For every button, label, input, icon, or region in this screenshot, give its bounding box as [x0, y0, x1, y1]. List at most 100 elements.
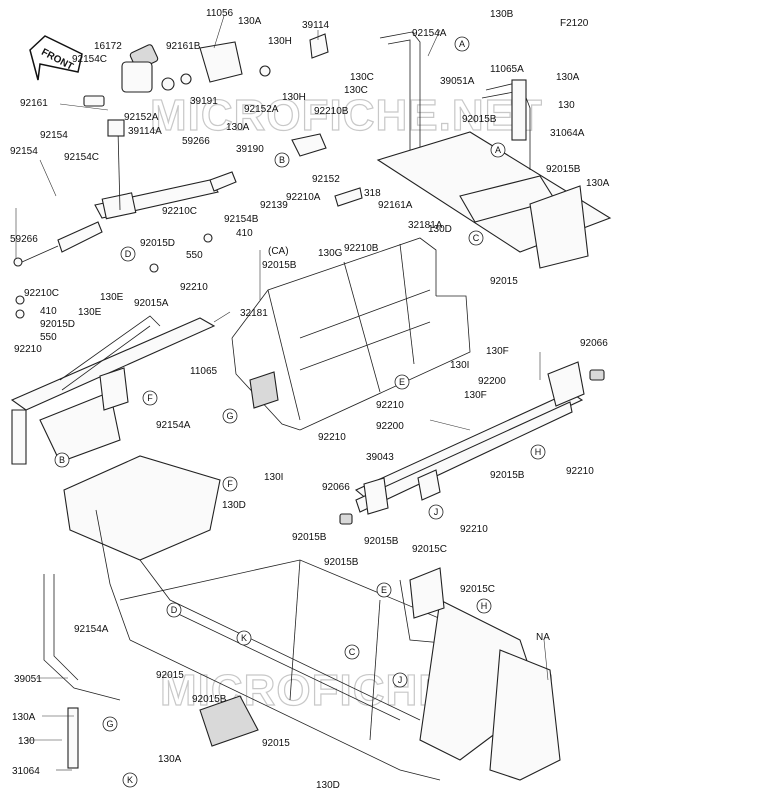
ref-marker-g1: G: [222, 408, 238, 424]
ref-marker-a2: A: [490, 142, 506, 158]
label-11065a: 11065A: [490, 64, 524, 75]
svg-text:E: E: [399, 377, 405, 387]
label-92015-b: 92015: [156, 670, 184, 681]
roll-frame-icon: [231, 237, 471, 431]
ref-marker-c2: C: [344, 644, 360, 660]
label-31064a: 31064A: [550, 128, 585, 139]
ref-marker-a1: A: [454, 36, 470, 52]
ref-marker-e1: E: [394, 374, 410, 390]
main-frame-icon: [43, 455, 561, 781]
label-16172: 16172: [94, 41, 122, 52]
svg-text:C: C: [349, 647, 356, 657]
ref-marker-h2: H: [476, 598, 492, 614]
label-92015a: 92015A: [134, 298, 169, 309]
label-na: NA: [536, 632, 550, 643]
svg-text:B: B: [279, 155, 285, 165]
label-92154a: 92154A: [412, 28, 447, 39]
svg-text:B: B: [59, 455, 65, 465]
label-92210b: 92210B: [314, 106, 349, 117]
label-59266: 59266: [182, 136, 210, 147]
label-92161b: 92161B: [166, 41, 201, 52]
label-92210c-b: 92210C: [24, 288, 59, 299]
label-92152a: 92152A: [124, 112, 159, 123]
label-92154c-b: 92154C: [64, 152, 99, 163]
label-92200: 92200: [478, 376, 506, 387]
label-130d-b: 130D: [222, 500, 246, 511]
label-92210-b: 92210: [14, 344, 42, 355]
svg-text:A: A: [459, 39, 465, 49]
ref-marker-d1: D: [120, 246, 136, 262]
svg-text:D: D: [171, 605, 178, 615]
ref-marker-f2: F: [222, 476, 238, 492]
steering-gearbox-icon: [83, 33, 363, 207]
label-130h: 130H: [268, 36, 292, 47]
front-guard-icon: [10, 315, 216, 465]
svg-text:E: E: [381, 585, 387, 595]
ref-marker-e2: E: [376, 582, 392, 598]
label-130g: 130G: [318, 248, 343, 259]
label-92210-f: 92210: [460, 524, 488, 535]
svg-text:A: A: [495, 145, 501, 155]
label-92154-b: 92154: [10, 146, 38, 157]
ref-marker-g2: G: [102, 716, 118, 732]
label-92015-c: 92015: [262, 738, 290, 749]
label-130-b: 130: [18, 736, 35, 747]
label-92152a-b: 92152A: [244, 104, 279, 115]
label-92161a: 92161A: [378, 200, 413, 211]
label-550: 550: [186, 250, 203, 261]
ref-marker-d2: D: [166, 602, 182, 618]
label-130a-e: 130A: [12, 712, 36, 723]
label-59266-b: 59266: [10, 234, 38, 245]
label-92210c: 92210C: [162, 206, 197, 217]
svg-text:F: F: [147, 393, 153, 403]
leader-lines: [15, 15, 549, 771]
label-92161: 92161: [20, 98, 48, 109]
ref-marker-f1: F: [142, 390, 158, 406]
label-550-b: 550: [40, 332, 57, 343]
label-92015b-d: 92015B: [490, 470, 525, 481]
label-92154b: 92154B: [224, 214, 259, 225]
ref-marker-c1: C: [468, 230, 484, 246]
ref-marker-b1: B: [274, 152, 290, 168]
label-92015b-b: 92015B: [546, 164, 581, 175]
svg-text:D: D: [125, 249, 132, 259]
svg-text:H: H: [481, 601, 488, 611]
label-92015b-h: 92015B: [192, 694, 227, 705]
label-92210a: 92210A: [286, 192, 321, 203]
label-130a: 130A: [238, 16, 262, 27]
ref-marker-h1: H: [530, 444, 546, 460]
label-92210b-b: 92210B: [344, 243, 379, 254]
label-130h-b: 130H: [282, 92, 306, 103]
label-92152: 92152: [312, 174, 340, 185]
svg-text:H: H: [535, 447, 542, 457]
ref-markers: A A B C D E F G H J B F D K E C J H G K: [54, 36, 546, 788]
label-92015b-f: 92015B: [364, 536, 399, 547]
label-130f: 130F: [486, 346, 509, 357]
label-92015b-g: 92015B: [324, 557, 359, 568]
label-92154a-b: 92154A: [156, 420, 191, 431]
label-130c-b: 130C: [344, 85, 368, 96]
ref-marker-j1: J: [428, 504, 444, 520]
crossmember-icon: [339, 361, 605, 525]
label-410-b: 410: [40, 306, 57, 317]
label-130d-c: 130D: [316, 780, 340, 791]
label-410: 410: [236, 228, 253, 239]
label-11065: 11065: [190, 366, 218, 377]
label-92015b: 92015B: [462, 114, 497, 125]
steering-rack-icon: [13, 119, 237, 319]
ref-marker-j2: J: [392, 672, 408, 688]
label-92200-b: 92200: [376, 421, 404, 432]
ref-marker-k1: K: [236, 630, 252, 646]
label-130i: 130I: [450, 360, 469, 371]
seat-frame-icon: [376, 31, 612, 269]
label-32181: 32181: [240, 308, 268, 319]
watermark-top: MICROFICHE.NET: [150, 91, 543, 140]
label-92066: 92066: [580, 338, 608, 349]
label-92015b-e: 92015B: [292, 532, 327, 543]
label-39114a: 39114A: [128, 126, 162, 137]
label-31064: 31064: [12, 766, 40, 777]
label-92154a-c: 92154A: [74, 624, 109, 635]
label-92154c: 92154C: [72, 54, 107, 65]
label-130e: 130E: [100, 292, 124, 303]
